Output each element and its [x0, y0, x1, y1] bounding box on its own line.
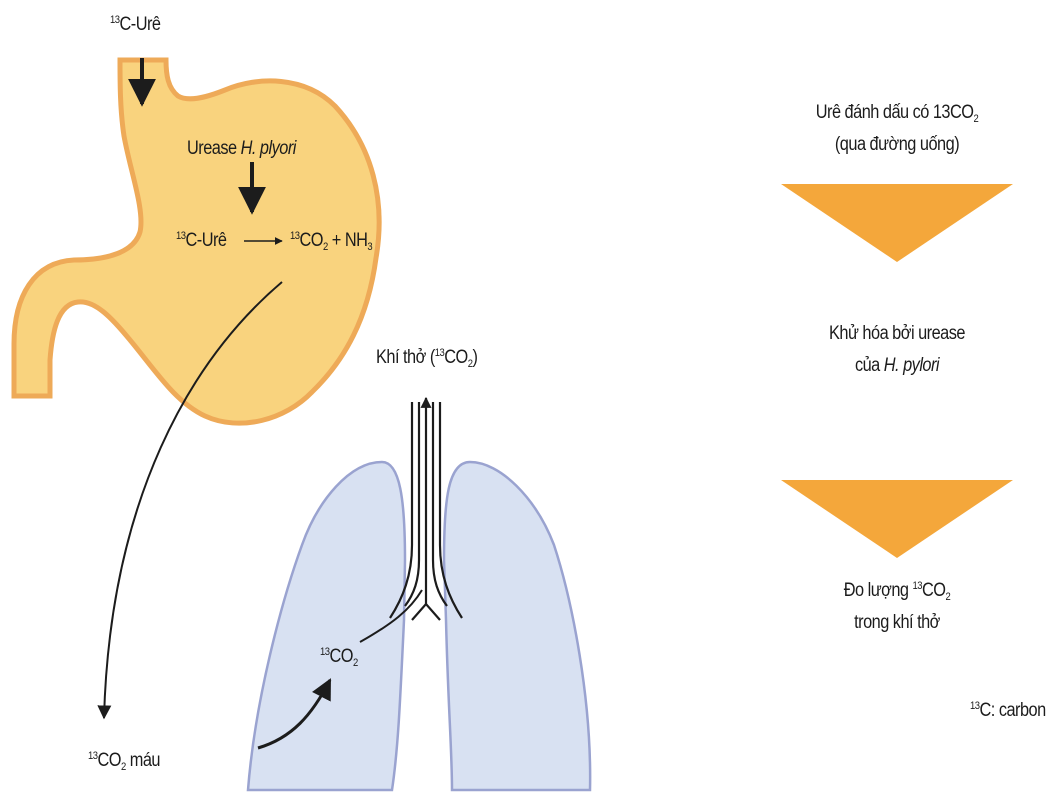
step-1-line-2: (qua đường uống) — [777, 134, 1018, 157]
footnote-label: 13C: carbon — [970, 700, 1046, 723]
blood-co2-label: 13CO2 máu — [88, 750, 160, 774]
right-lung-icon — [444, 462, 590, 790]
step-triangle-1-icon — [781, 184, 1013, 262]
breath-label: Khí thở (13CO2) — [376, 347, 477, 371]
reaction-right-label: 13CO2 + NH3 — [290, 230, 372, 254]
urease-label: Urease H. plyori — [187, 138, 296, 161]
reaction-left-label: 13C-Urê — [176, 230, 226, 253]
step-3-line-2: trong khí thở — [777, 612, 1018, 635]
lung-co2-label: 13CO2 — [320, 646, 358, 670]
step-2-line-1: Khử hóa bởi urease — [777, 323, 1018, 346]
input-label: 13C-Urê — [110, 14, 160, 37]
step-2-line-2: của H. pylori — [777, 355, 1018, 378]
step-3-line-1: Đo lượng 13CO2 — [777, 580, 1018, 604]
step-1-line-1: Urê đánh dấu có 13CO2 — [777, 102, 1018, 126]
left-lung-icon — [248, 462, 405, 790]
step-triangle-2-icon — [781, 480, 1013, 558]
